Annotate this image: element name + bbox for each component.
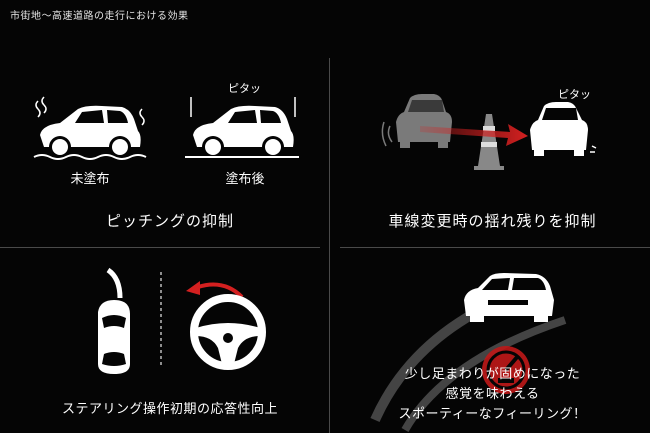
- horizontal-divider-right: [340, 247, 650, 248]
- caption-lane-change: 車線変更時の揺れ残りを抑制: [388, 212, 597, 230]
- feeling-line-2: 感覚を味わえる: [445, 387, 540, 402]
- feeling-line-3: スポーティーなフィーリング！: [398, 407, 587, 422]
- steering-wheel-icon: [190, 294, 266, 370]
- car-rear-white-icon: [530, 102, 597, 156]
- traffic-cone-icon: [474, 114, 504, 170]
- car-after-icon: [185, 97, 299, 158]
- dashed-separator: [160, 272, 162, 367]
- page-title: 市街地〜高速道路の走行における効果: [10, 11, 189, 22]
- caption-pitching: ピッチングの抑制: [105, 212, 234, 230]
- car-before-icon: [33, 96, 147, 160]
- rotate-arrow-icon: [186, 281, 244, 299]
- horizontal-divider-left: [0, 247, 320, 248]
- tag-pitatto-1: ピタッ: [228, 82, 261, 95]
- tag-pitatto-2: ピタッ: [558, 88, 591, 101]
- label-after: 塗布後: [225, 172, 265, 187]
- car-suv-icon: [464, 273, 554, 322]
- feeling-line-1: 少し足まわりが固めになった: [404, 367, 581, 382]
- speedometer-emblem-icon: [482, 346, 530, 394]
- caption-steering: ステアリング操作初期の応答性向上: [61, 402, 278, 417]
- car-topview-icon: [98, 267, 130, 374]
- red-arrow-icon: [420, 124, 528, 146]
- label-before: 未塗布: [70, 172, 110, 187]
- vertical-divider: [329, 58, 330, 433]
